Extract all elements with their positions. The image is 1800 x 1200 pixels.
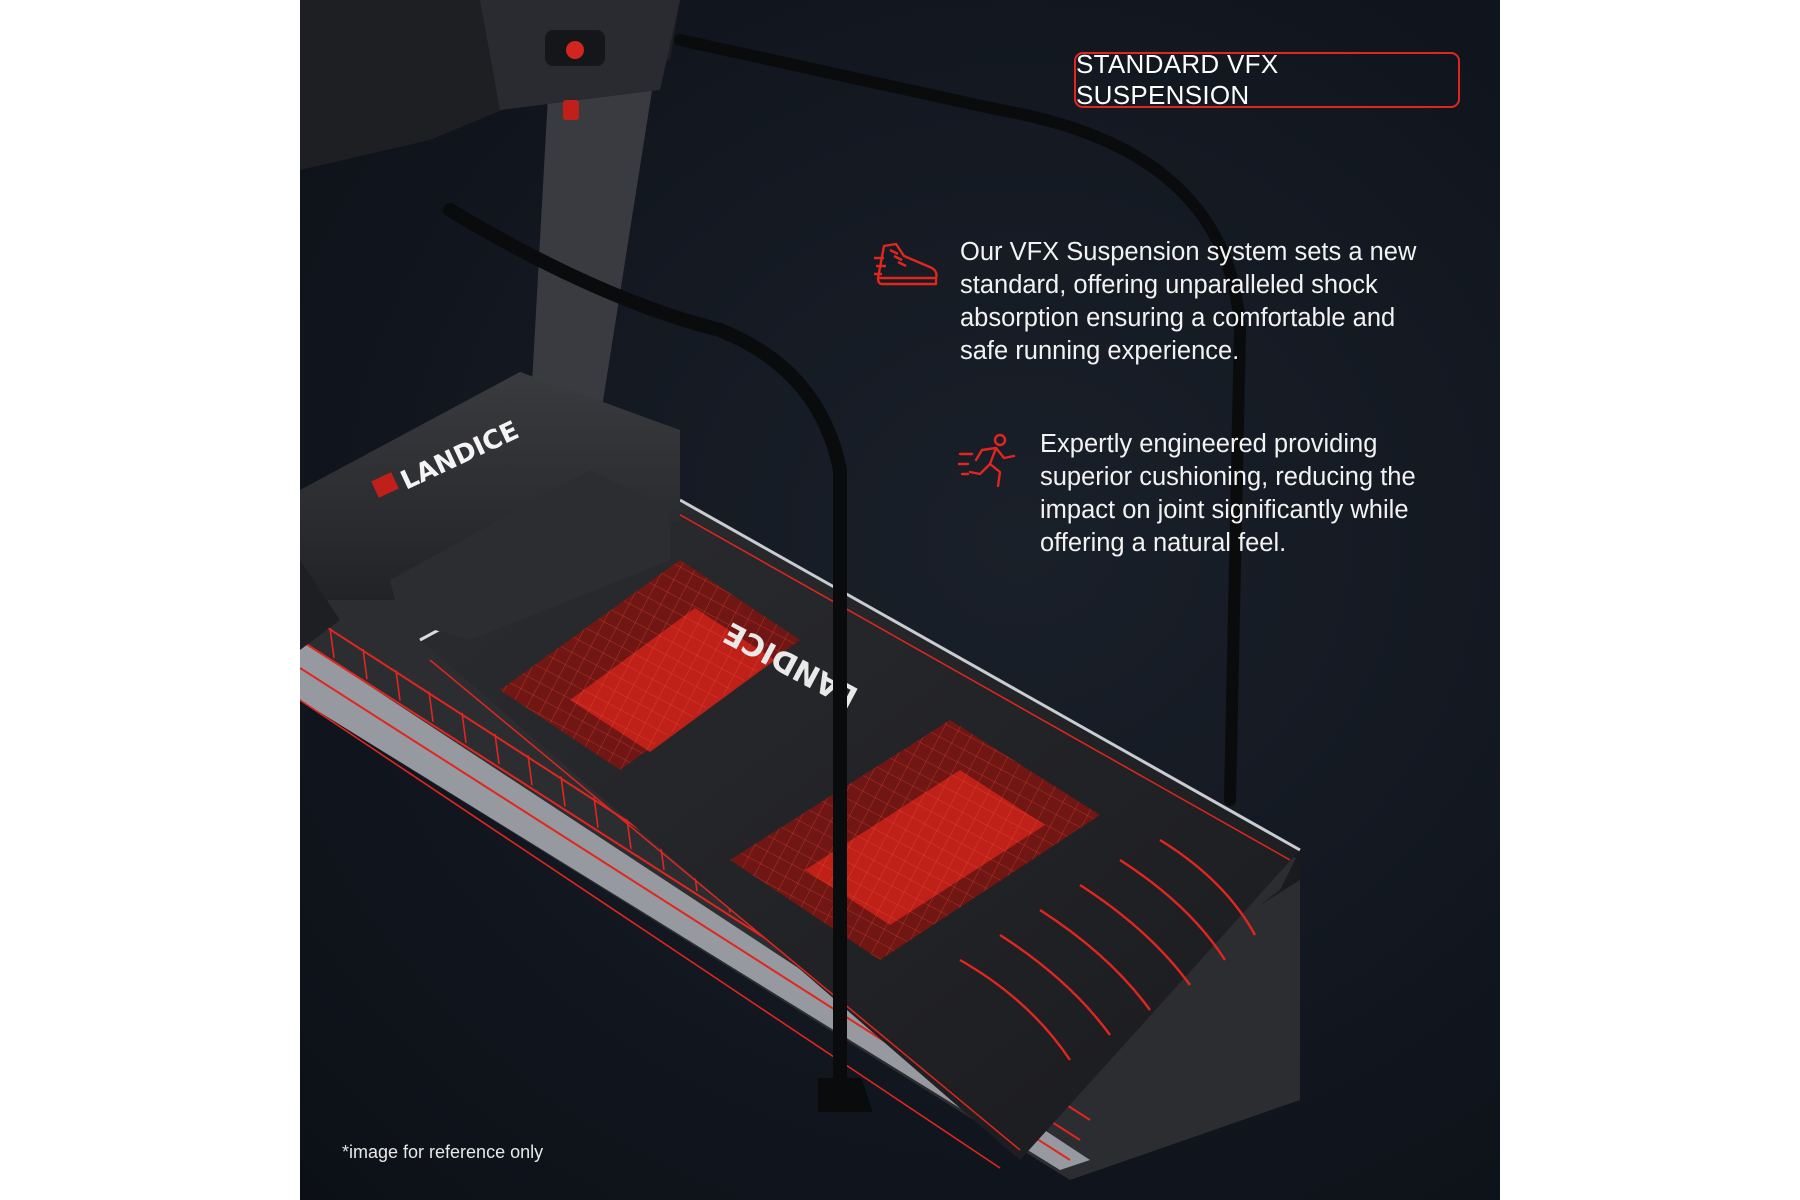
frame-tick bbox=[560, 776, 566, 807]
treadmill-illustration: LANDICE LANDICE bbox=[300, 0, 1301, 1180]
running-person-icon bbox=[956, 432, 1018, 492]
feature-text: Expertly engineered providing superior c… bbox=[1040, 430, 1416, 557]
feature-text: Our VFX Suspension system sets a new sta… bbox=[960, 238, 1417, 365]
frame-tick bbox=[527, 755, 533, 786]
suspension-zone-rear bbox=[730, 720, 1100, 960]
running-shoe-icon bbox=[874, 240, 940, 292]
suspension-badge: STANDARD VFX SUSPENSION bbox=[1074, 49, 1460, 110]
handrail-left bbox=[443, 203, 873, 1112]
motor-hood: LANDICE bbox=[300, 372, 680, 650]
frame-tick bbox=[494, 733, 500, 765]
frame-tick bbox=[395, 670, 401, 701]
frame-tick bbox=[428, 691, 434, 722]
frame-tick bbox=[593, 797, 599, 828]
frame-tick bbox=[362, 649, 368, 680]
suspension-zone-front bbox=[500, 560, 800, 770]
impact-curves bbox=[959, 838, 1257, 1061]
frame-tick bbox=[461, 712, 467, 743]
disclaimer-note: *image for reference only bbox=[342, 1142, 544, 1162]
product-image-panel: LANDICE LANDICE STANDARD VFX SUSPE bbox=[300, 0, 1500, 1200]
frame-tick bbox=[329, 627, 335, 659]
badge-label: STANDARD VFX SUSPENSION bbox=[1076, 49, 1279, 110]
handrail-right bbox=[674, 34, 1247, 806]
treadmill-upright bbox=[300, 0, 680, 420]
